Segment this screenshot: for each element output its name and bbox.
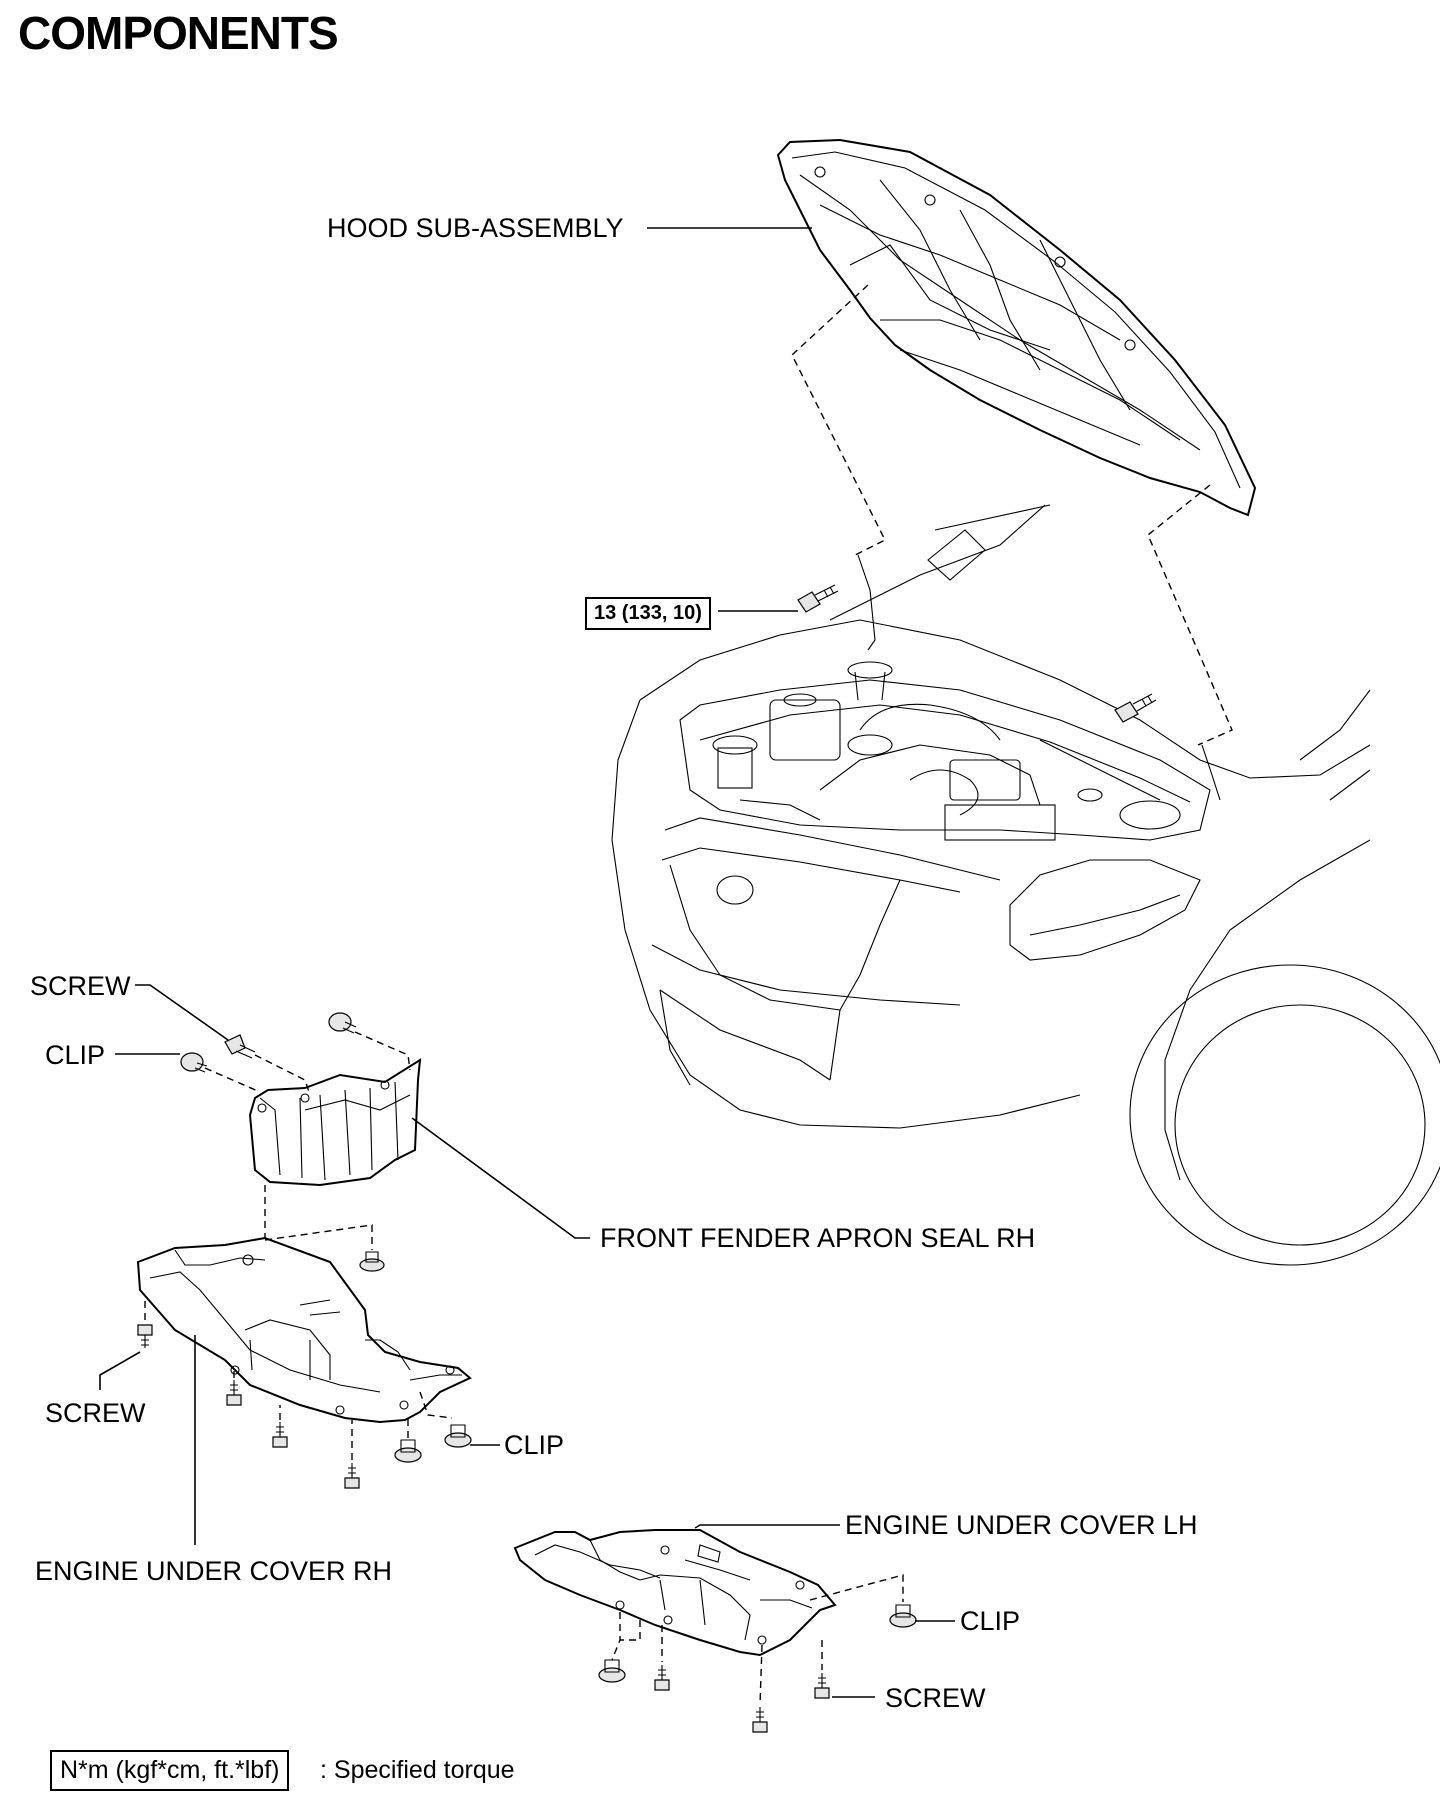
label-screw-lh: SCREW [885,1683,986,1713]
lh-screw-2-dash [759,1644,763,1706]
hood-hinge-dash-right [1147,484,1233,746]
lh-clip-left-dash [611,1612,621,1661]
engine-under-cover-lh [513,1529,837,1657]
lh-dash-branch [620,1620,641,1641]
label-engine-under-cover-rh: ENGINE UNDER COVER RH [35,1556,393,1586]
engine-under-cover-rh [136,1236,472,1424]
vehicle-front-body [611,504,1440,1266]
lh-screw-1 [654,1665,670,1691]
fender-clip-dash [204,1067,261,1093]
fender-clip-top [328,1012,357,1034]
label-clip-rh: CLIP [504,1430,565,1460]
label-front-fender-apron-seal-rh: FRONT FENDER APRON SEAL RH [600,1223,1036,1253]
label-screw-rh: SCREW [45,1398,146,1428]
screw-rh-leader [99,1351,141,1390]
lh-clip-right [889,1604,917,1628]
rh-screw-left [137,1324,153,1348]
rh-clip-1 [394,1439,422,1463]
front-fender-leader [411,1117,590,1239]
legend-torque-box: N*m (kgf*cm, ft.*lbf) [50,1750,290,1791]
label-clip-top: CLIP [45,1040,106,1070]
rh-screw-3 [344,1463,360,1489]
rh-screw-2 [272,1422,288,1448]
lh-clip-right-dash [809,1574,904,1602]
hood-sub-assembly [776,138,1257,517]
page-title: COMPONENTS [18,7,339,59]
fender-screw [224,1034,256,1059]
label-hood-sub-assembly: HOOD SUB-ASSEMBLY [327,213,624,243]
lh-screw-2 [752,1707,768,1733]
rh-clip-2-dash [419,1391,453,1419]
fender-clip-top-dash [354,1031,411,1071]
engine-lh-leader [694,1524,840,1529]
label-engine-under-cover-lh: ENGINE UNDER COVER LH [845,1510,1198,1540]
label-screw-top: SCREW [30,971,131,1001]
hood-bolt-right [1114,693,1157,723]
rh-screw-1 [226,1380,242,1406]
torque-spec-box: 13 (133, 10) [585,597,711,630]
rh-clip-2 [444,1424,472,1448]
lh-clip-left [598,1659,626,1683]
lh-screw-3 [814,1673,830,1699]
rh-clip-top [359,1251,385,1272]
screw-top-leader [135,984,229,1041]
hood-bolt-left [797,584,839,613]
label-clip-lh: CLIP [960,1606,1021,1636]
rh-clip-top-dash [264,1224,373,1250]
fender-screw-dash [254,1054,311,1096]
legend-torque-text: : Specified torque [320,1756,515,1784]
front-fender-apron-seal-rh [248,1058,422,1187]
hood-hinge-dash-left [791,284,886,556]
fender-clip-left [180,1052,208,1073]
